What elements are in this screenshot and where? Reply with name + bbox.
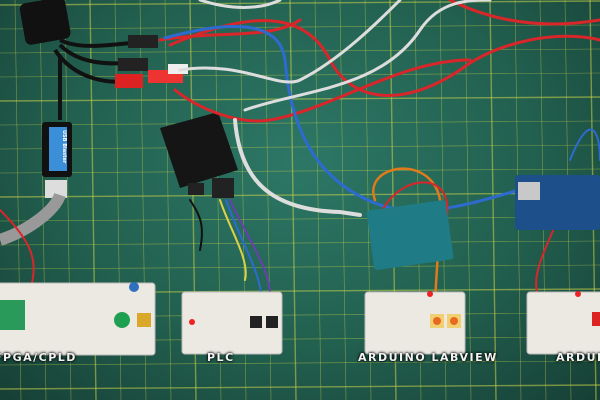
grid-line	[0, 264, 600, 270]
grid-line	[164, 0, 172, 400]
grid-line	[0, 96, 600, 102]
grid-line	[489, 0, 497, 400]
grid-line	[0, 168, 600, 174]
breadboard-plc	[181, 291, 283, 355]
label-plc: PLC	[207, 351, 235, 364]
label-fpga-cpld: FPGA/CPLD	[0, 351, 77, 364]
grid-line	[0, 120, 600, 126]
green-button	[114, 312, 130, 328]
label-arduino-labview: ARDUINO LABVIEW	[358, 351, 498, 364]
breadboard-fpga	[0, 282, 156, 356]
plc-module	[160, 112, 238, 198]
usb-blaster	[42, 122, 72, 198]
breadboard-arduino	[526, 291, 600, 355]
grid-line	[0, 360, 600, 366]
breadboards	[0, 282, 600, 356]
label-arduino: ARDUINO	[556, 351, 600, 364]
grid-line	[0, 0, 600, 6]
grid-line	[0, 240, 600, 246]
grid-line	[314, 0, 322, 400]
grid-line	[0, 384, 600, 390]
grid-line	[289, 0, 297, 400]
breadboard-arduino-labview	[364, 291, 466, 355]
grid-line	[0, 216, 600, 222]
grid-line	[0, 144, 600, 150]
arduino-board-labview	[366, 200, 454, 270]
grid-line	[0, 48, 600, 54]
grid-line	[0, 72, 600, 78]
ribbon-cable	[0, 192, 66, 246]
usb-blaster-label: USB Blaster	[61, 130, 67, 164]
grid-line	[339, 0, 347, 400]
grid-line	[0, 192, 600, 198]
usb-hub	[19, 0, 188, 120]
wires	[0, 0, 600, 302]
